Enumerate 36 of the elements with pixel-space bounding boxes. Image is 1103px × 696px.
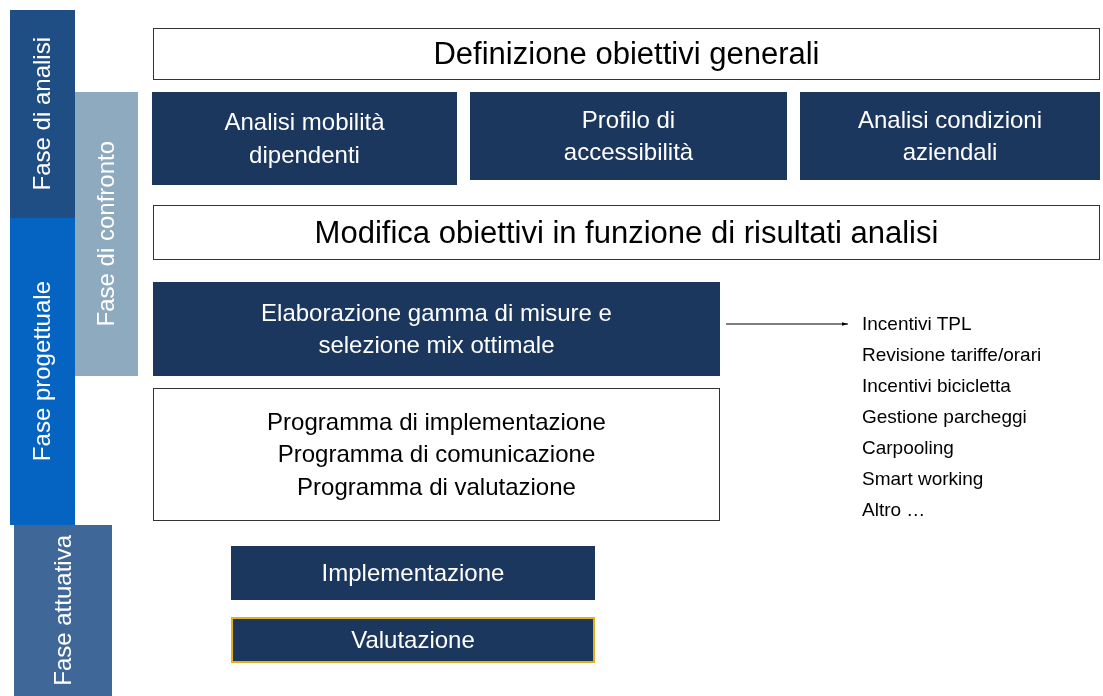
process-box [800, 92, 1100, 180]
list-item: Gestione parcheggi [862, 405, 1028, 429]
phase-label: Fase attuativa [49, 535, 77, 686]
box-label: Modifica obiettivi in funzione di risultati analisi [314, 213, 939, 252]
box-label: Programma di implementazione [267, 406, 606, 437]
process-box [153, 282, 720, 376]
box-label: Programma di valutazione [297, 471, 576, 502]
process-box [153, 28, 1100, 80]
list-item: Incentivi bicicletta [862, 374, 1012, 398]
phase-band [75, 92, 138, 376]
process-box [153, 388, 720, 521]
phase-band [10, 10, 75, 218]
list-item: Incentivi TPL [862, 312, 973, 336]
box-label: Analisi condizioni aziendali [856, 104, 1044, 167]
phase-label: Fase di confronto [93, 141, 120, 327]
phase-label: Fase di analisi [29, 37, 56, 191]
phase-band [10, 218, 75, 525]
box-label: Implementazione [321, 557, 505, 588]
process-box [152, 92, 457, 185]
process-box [231, 617, 595, 663]
process-box [231, 546, 595, 600]
process-box [153, 205, 1100, 260]
list-item: Carpooling [862, 436, 955, 460]
process-box [470, 92, 787, 180]
list-item: Altro … [862, 498, 927, 522]
list-item: Smart working [862, 467, 985, 491]
list-item: Revisione tariffe/orari [862, 343, 1043, 367]
box-label: Profilo di accessibilità [562, 104, 695, 167]
phase-label: Fase progettuale [29, 281, 56, 462]
box-label: Programma di comunicazione [277, 439, 596, 470]
box-label: Analisi mobilità dipendenti [223, 107, 386, 170]
arrow [725, 322, 849, 326]
box-label: Definizione obiettivi generali [433, 35, 820, 74]
box-label: Elaborazione gamma di misure e selezione mix ottimale [260, 297, 613, 360]
phase-band [14, 525, 112, 696]
box-label: Valutazione [351, 624, 475, 655]
